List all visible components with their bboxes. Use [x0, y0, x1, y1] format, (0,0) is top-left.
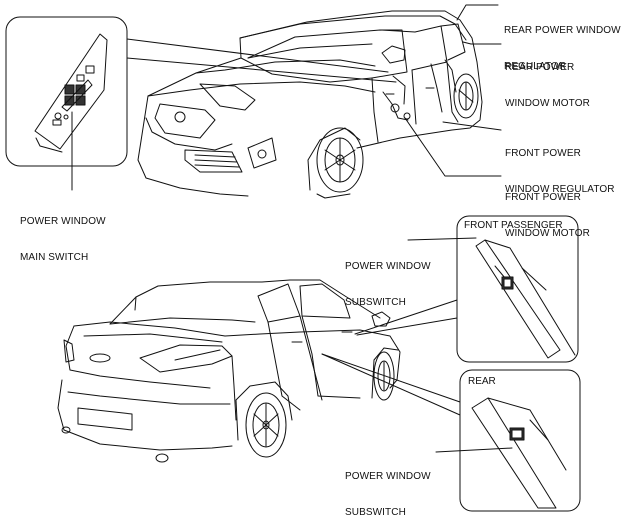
label-front-power-window-regulator: FRONT POWER WINDOW REGULATOR — [505, 148, 615, 195]
rear-subswitch-button — [509, 427, 525, 441]
rear-title: REAR — [468, 376, 496, 387]
rear-inset — [459, 369, 581, 512]
diagram-drawing: FRONT PASSENGER REAR — [5, 4, 581, 512]
hatchback-car — [137, 10, 483, 199]
label-power-window-subswitch-rear: POWER WINDOW SUBSWITCH — [345, 471, 431, 518]
label-power-window-main-switch: POWER WINDOW MAIN SWITCH — [20, 216, 106, 263]
label-rear-power-window-motor: REAR POWER WINDOW MOTOR — [505, 62, 590, 109]
main-switch-buttons — [52, 65, 95, 126]
front-passenger-title: FRONT PASSENGER — [464, 220, 563, 231]
front-passenger-inset — [456, 215, 579, 363]
sedan-car — [57, 279, 401, 463]
label-power-window-subswitch-front: POWER WINDOW SUBSWITCH — [345, 261, 431, 308]
diagram-canvas: FRONT PASSENGER REAR REAR POWER WINDOW R… — [5, 4, 621, 518]
label-rear-power-window-regulator: REAR POWER WINDOW REGULATOR — [504, 25, 621, 72]
leader-lines-top — [71, 4, 502, 191]
main-switch-inset — [5, 16, 128, 167]
front-subswitch-button — [501, 276, 514, 290]
label-front-power-window-motor: FRONT POWER WINDOW MOTOR — [505, 192, 590, 239]
